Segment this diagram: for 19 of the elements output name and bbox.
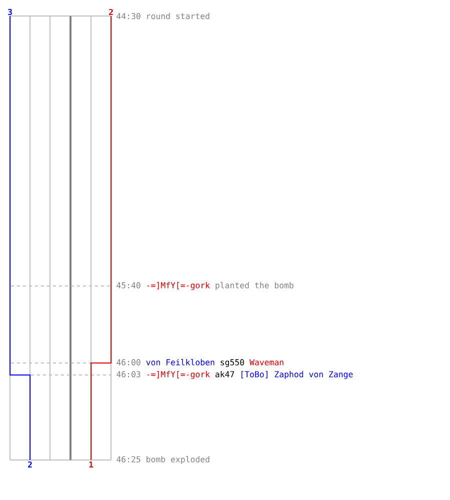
event-text: planted the bomb	[216, 282, 294, 290]
player-name: von Feilkloben	[146, 358, 214, 366]
team-count: 1	[89, 462, 94, 468]
timestamp: 46:00	[116, 359, 140, 366]
timestamp: 46:03	[116, 371, 140, 378]
weapon-name: ak47	[215, 371, 234, 378]
team-count: 2	[28, 461, 32, 468]
timestamp: 46:25	[116, 456, 140, 462]
timestamp: 45:40	[116, 282, 140, 288]
event-text: round started	[147, 12, 210, 20]
player-name: [ToBo] Zaphod von Zange	[241, 371, 353, 379]
team-count: 2	[109, 8, 113, 16]
team-count: 3	[8, 8, 12, 16]
timestamp: 44:30	[116, 12, 140, 20]
player-name: -=]MfY[=-gork	[147, 282, 210, 290]
weapon-name: sg550	[220, 359, 244, 368]
player-name: -=]MfY[=-gork	[147, 371, 210, 379]
player-name: Waveman	[250, 359, 284, 366]
event-text: bomb exploded	[146, 456, 210, 464]
